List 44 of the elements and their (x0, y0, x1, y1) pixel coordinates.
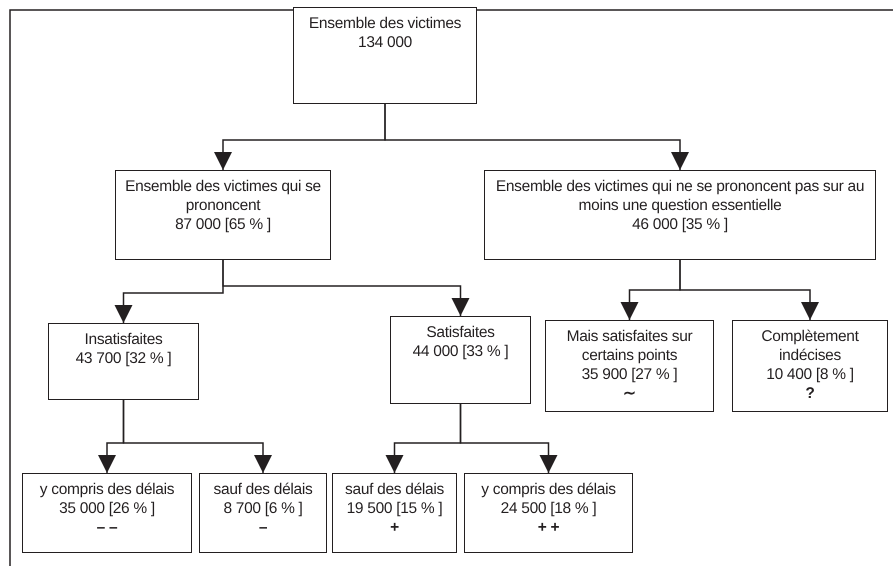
arrow (384, 104, 689, 170)
node-box (545, 320, 714, 412)
node-box (484, 170, 876, 260)
node-text: 24 500 [18 % ] (500, 499, 596, 518)
node-text: 35 000 [26 % ] (59, 499, 155, 518)
rating-symbol: + (390, 518, 399, 537)
node-text: y compris des délais (40, 480, 174, 499)
node-box (464, 473, 633, 553)
node-text: 134 000 (358, 33, 412, 52)
node-text: Ensemble des victimes qui se prononcent (124, 177, 322, 215)
node-text: 44 000 [33 % ] (412, 342, 508, 361)
rating-symbol: + + (538, 518, 560, 537)
node-box (390, 316, 531, 404)
node-text: 8 700 [6 % ] (223, 499, 303, 518)
node-box (48, 323, 199, 400)
node-text: 43 700 [32 % ] (76, 349, 172, 368)
rating-symbol: ? (805, 384, 815, 403)
node-text: 10 400 [8 % ] (766, 365, 854, 384)
node-box (22, 473, 192, 553)
node-text: 19 500 [15 % ] (346, 499, 442, 518)
node-box (115, 170, 331, 260)
node-text: Mais satisfaites sur certains points (566, 327, 694, 365)
rating-symbol: – – (96, 518, 118, 537)
node-text: 87 000 [65 % ] (175, 215, 271, 234)
node-text: 35 900 [27 % ] (582, 365, 678, 384)
node-text: sauf des délais (345, 480, 444, 499)
node-text: Satisfaites (426, 323, 495, 342)
node-text: 46 000 [35 % ] (632, 215, 728, 234)
node-text: y compris des délais (481, 480, 616, 499)
node-text: sauf des délais (214, 480, 312, 499)
arrow (679, 260, 819, 320)
arrow (122, 400, 272, 473)
node-box (732, 320, 888, 412)
node-box (199, 473, 327, 553)
node-text: Ensemble des victimes qui ne se prononcent pas sur au moins une question essentielle (494, 177, 866, 215)
rating-symbol: – (258, 518, 268, 537)
node-text: Complètement indécises (760, 327, 860, 365)
arrow (222, 260, 470, 316)
arrow (460, 404, 558, 473)
node-text: Ensemble des victimes (308, 14, 462, 33)
rating-symbol: ∼ (623, 384, 636, 403)
node-box (332, 473, 457, 553)
node-text: Insatisfaites (84, 330, 162, 349)
node-box (293, 7, 477, 104)
